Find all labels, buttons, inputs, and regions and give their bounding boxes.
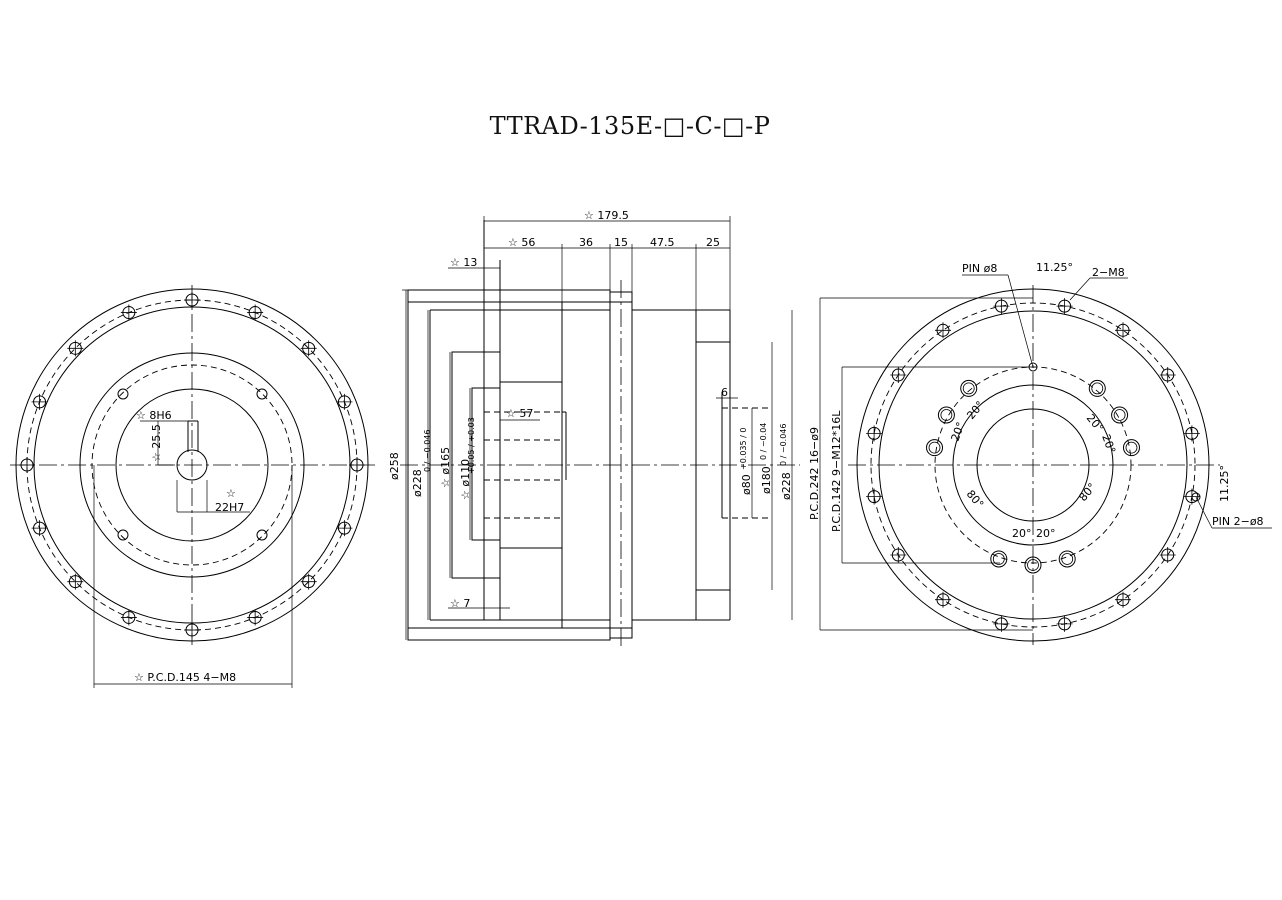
m12-hole-inner [992,553,1005,565]
angle-20-c: 20° [1084,412,1106,435]
outer-bolt-holes [19,292,365,638]
tap-2m8-label: 2−M8 [1092,266,1125,279]
key-width-label: ☆ 8H6 [136,409,172,422]
angle-top-label: 11.25° [1036,261,1073,274]
angle-20-d: 20° [1099,433,1118,456]
length-13-label: ☆ 13 [450,256,477,269]
m12-hole-inner [928,441,941,454]
length-36-label: 36 [579,236,593,249]
length-7-label: ☆ 7 [450,597,470,610]
side-view: ☆ 179.5 ☆ 56 36 15 47.5 25 ☆ 13 ☆ 57 ☆ 7… [388,209,800,650]
m12-hole [1111,406,1129,424]
bore-fit-label: 22H7 [215,501,244,514]
pin-right-label: PIN 2−ø8 [1212,515,1264,528]
right-view: P.C.D.242 16−ø9 P.C.D.142 9−M12*16L PIN … [808,261,1272,645]
m12-hole [937,406,955,424]
left-view: ☆ 8H6 ☆ 25.5 ☆ 22H7 ☆ P.C.D.145 4−M8 [10,285,375,688]
m12-hole-inner [1027,559,1039,571]
length-6-label: 6 [721,386,728,399]
dia-228-right-tol: 0 / −0.046 [779,424,788,466]
dia-228-left-tol: 0 / −0.046 [423,430,432,472]
length-25-label: 25 [706,236,720,249]
drawing-title: TTRAD-135E-□-C-□-P [489,112,771,140]
m12-hole [1058,550,1076,568]
m12-hole-inner [962,382,975,395]
angle-80-b: 80° [1076,481,1098,504]
dia-80-label: ø80 [740,474,753,495]
length-57-label: ☆ 57 [506,407,533,420]
dia-110-label: ☆ ø110 [459,459,472,500]
angle-right-label: 11.25° [1218,465,1231,502]
m12-hole [1122,439,1140,457]
m12-hole [926,439,944,457]
dia-180-label: ø180 [760,466,773,494]
m12-hole [990,550,1008,568]
pin-top-label: PIN ø8 [962,262,997,275]
m12-hole [1088,379,1106,397]
angle-80-a: 80° [964,488,986,511]
pcd142-label: P.C.D.142 9−M12*16L [830,410,843,532]
m12-hole [960,379,978,397]
pcd242-label: P.C.D.242 16−ø9 [808,427,821,520]
dia-228-left-label: ø228 [411,469,424,497]
length-56-label: ☆ 56 [508,236,535,249]
dia-110-tol: +0.05 / +0.03 [467,417,476,474]
angle-20-e: 20° [1012,527,1032,540]
dia-165-label: ☆ ø165 [439,447,452,488]
length-179-label: ☆ 179.5 [584,209,629,222]
pcd145-label: ☆ P.C.D.145 4−M8 [134,671,236,684]
m12-hole-inner [1091,382,1104,395]
dia-258-label: ø258 [388,452,401,480]
m12-hole-inner [940,409,953,421]
key-depth-label: ☆ 25.5 [150,424,163,462]
m12-hole-inner [1061,553,1074,565]
length-15-label: 15 [614,236,628,249]
m12-hole-inner [1113,409,1126,421]
dia-228-right-label: ø228 [780,472,793,500]
dia-180-tol: 0 / −0.04 [759,423,768,460]
dia-80-tol: +0.035 / 0 [739,428,748,470]
pcd242-holes [866,298,1200,632]
star-mark: ☆ [226,487,236,500]
pcd142-holes [926,379,1140,574]
m12-hole [1024,556,1042,574]
pcd145-holes [117,388,268,541]
angle-20-f: 20° [1036,527,1056,540]
m12-hole-inner [1125,441,1138,454]
angle-20-a: 20° [949,420,968,443]
pin-right [1191,492,1201,502]
length-47-label: 47.5 [650,236,675,249]
